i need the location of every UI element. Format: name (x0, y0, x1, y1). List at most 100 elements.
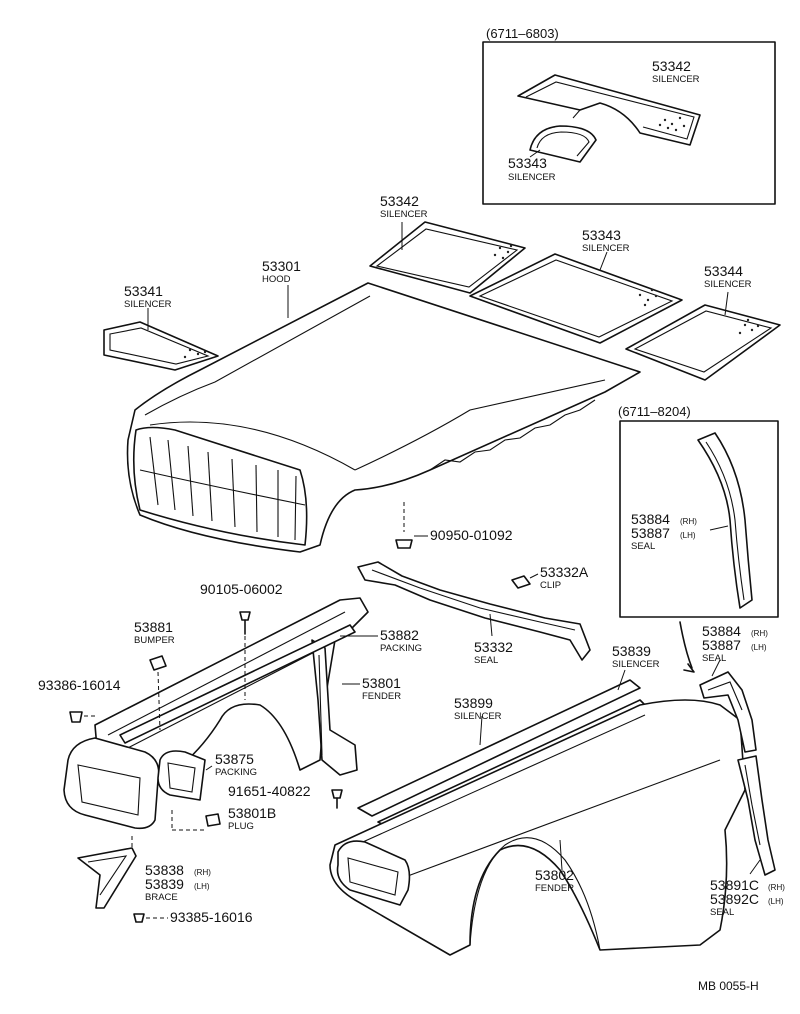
svg-text:(RH): (RH) (751, 629, 768, 638)
bolt-90105 (239, 611, 251, 700)
svg-text:53891C: 53891C (710, 877, 759, 893)
svg-text:90105-06002: 90105-06002 (200, 581, 283, 597)
bumper-53881 (149, 655, 167, 731)
bolt-90950 (395, 502, 428, 549)
callout-53882: 53882 PACKING (380, 627, 422, 654)
svg-text:BUMPER: BUMPER (134, 635, 175, 646)
silencer-53342-inset (517, 74, 701, 146)
callout-53839-silencer: 53839 SILENCER (612, 643, 660, 691)
svg-text:53884: 53884 (631, 511, 670, 527)
callout-53301: 53301 HOOD (262, 258, 301, 285)
svg-text:(LH): (LH) (768, 897, 784, 906)
svg-text:53344: 53344 (704, 263, 743, 279)
svg-text:FENDER: FENDER (362, 691, 401, 702)
svg-text:53884: 53884 (702, 623, 741, 639)
silencer-53342 (369, 221, 526, 294)
svg-text:(RH): (RH) (194, 868, 211, 877)
svg-text:53887: 53887 (631, 525, 670, 541)
brace-53838 (77, 836, 137, 909)
bolt-93385 (133, 913, 168, 923)
silencer-53341 (103, 308, 219, 371)
svg-text:SILENCER: SILENCER (380, 209, 428, 220)
svg-text:53332A: 53332A (540, 564, 589, 580)
svg-text:BRACE: BRACE (145, 892, 178, 903)
callout-53342-inset: 53342 SILENCER (652, 58, 700, 85)
callout-53899: 53899 SILENCER (454, 695, 502, 722)
callout-53801: 53801 FENDER (362, 675, 401, 702)
callout-53891C: 53891C (RH) 53892C (LH) SEAL (710, 877, 785, 918)
fender-53801 (63, 597, 369, 830)
svg-text:SILENCER: SILENCER (612, 659, 660, 670)
callout-53881: 53881 BUMPER (134, 619, 175, 646)
fender-53802 (329, 699, 746, 956)
svg-text:53802: 53802 (535, 867, 574, 883)
clip-53332A (511, 573, 539, 589)
callout-53802: 53802 FENDER (535, 867, 574, 894)
svg-text:SILENCER: SILENCER (508, 172, 556, 183)
svg-text:(LH): (LH) (751, 643, 767, 652)
callout-53875: 53875 PACKING (215, 751, 257, 778)
silencer-53343 (469, 251, 683, 344)
seal-53332 (357, 561, 591, 661)
svg-text:53341: 53341 (124, 283, 163, 299)
callout-53343: 53343 SILENCER (582, 227, 630, 254)
inset-right-header: (6711–8204) (618, 404, 691, 419)
bolt-93386 (69, 711, 96, 723)
seal-53884 (679, 621, 757, 753)
inset-box-right: (6711–8204) (618, 404, 779, 618)
svg-text:SEAL: SEAL (702, 653, 726, 664)
svg-text:CLIP: CLIP (540, 580, 561, 591)
svg-text:93386-16014: 93386-16014 (38, 677, 121, 693)
svg-text:53332: 53332 (474, 639, 513, 655)
callout-90105: 90105-06002 (200, 581, 283, 597)
svg-text:SILENCER: SILENCER (704, 279, 752, 290)
callout-53801B: 53801B PLUG (228, 805, 276, 832)
svg-text:53342: 53342 (652, 58, 691, 74)
svg-text:53882: 53882 (380, 627, 419, 643)
svg-text:93385-16016: 93385-16016 (170, 909, 253, 925)
svg-text:SILENCER: SILENCER (652, 74, 700, 85)
svg-text:SEAL: SEAL (631, 541, 655, 552)
svg-text:(RH): (RH) (680, 517, 697, 526)
hood-53301 (126, 282, 641, 553)
svg-text:SILENCER: SILENCER (124, 299, 172, 310)
inset-box-top: (6711–6803) (482, 26, 776, 205)
svg-text:SEAL: SEAL (710, 907, 734, 918)
seal-53884-inset (697, 432, 753, 609)
svg-text:53892C: 53892C (710, 891, 759, 907)
callout-53343-inset: 53343 SILENCER (508, 149, 556, 183)
svg-text:(RH): (RH) (768, 883, 785, 892)
bolt-91651 (331, 789, 343, 809)
svg-text:SILENCER: SILENCER (582, 243, 630, 254)
silencer-texture (658, 116, 686, 132)
svg-text:53343: 53343 (582, 227, 621, 243)
svg-text:HOOD: HOOD (262, 274, 291, 285)
svg-text:53801B: 53801B (228, 805, 276, 821)
svg-text:91651-40822: 91651-40822 (228, 783, 311, 799)
svg-text:53838: 53838 (145, 862, 184, 878)
callout-90950: 90950-01092 (430, 527, 513, 543)
svg-text:PLUG: PLUG (228, 821, 254, 832)
callout-53344: 53344 SILENCER (704, 263, 752, 290)
svg-text:53343: 53343 (508, 155, 547, 171)
plug-53801B (171, 810, 221, 831)
callout-53838: 53838 (RH) 53839 (LH) BRACE (145, 862, 211, 903)
svg-text:53899: 53899 (454, 695, 493, 711)
svg-text:SILENCER: SILENCER (454, 711, 502, 722)
callout-91651: 91651-40822 (228, 783, 311, 799)
svg-text:53342: 53342 (380, 193, 419, 209)
svg-text:PACKING: PACKING (215, 767, 257, 778)
callout-53342: 53342 SILENCER (380, 193, 428, 220)
svg-text:FENDER: FENDER (535, 883, 574, 894)
silencer-53343-inset (529, 125, 597, 163)
inset-top-header: (6711–6803) (486, 26, 559, 41)
callout-53884: 53884 (RH) 53887 (LH) SEAL (702, 623, 768, 664)
svg-text:53881: 53881 (134, 619, 173, 635)
svg-text:90950-01092: 90950-01092 (430, 527, 513, 543)
svg-text:(LH): (LH) (194, 882, 210, 891)
svg-text:53887: 53887 (702, 637, 741, 653)
svg-text:(LH): (LH) (680, 531, 696, 540)
callout-53884-inset: 53884 (RH) 53887 (LH) SEAL (631, 511, 697, 552)
